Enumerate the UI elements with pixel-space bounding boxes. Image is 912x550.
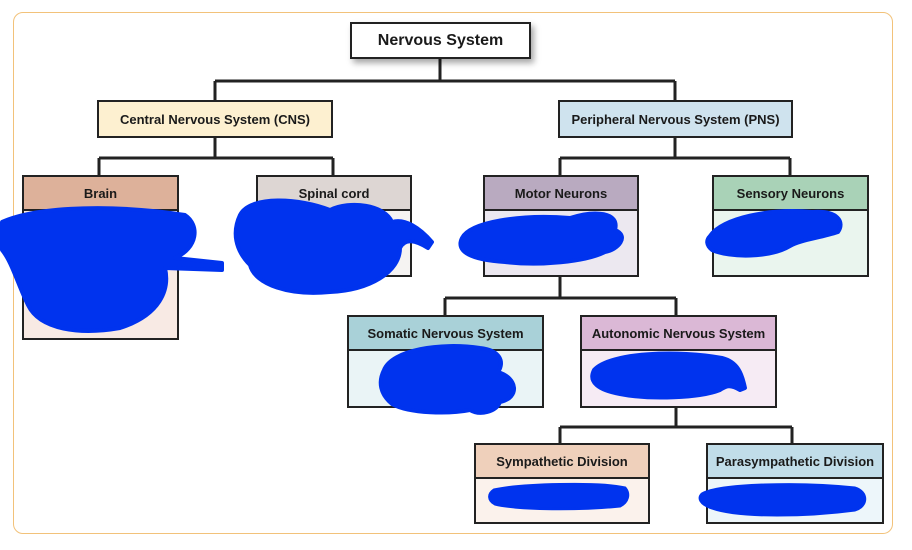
node-motor-neurons-label: Motor Neurons (514, 185, 608, 201)
node-cns: Central Nervous System (CNS) (97, 100, 333, 138)
node-sympathetic: Sympathetic Division (474, 443, 650, 524)
node-cns-label: Central Nervous System (CNS) (120, 111, 310, 127)
node-parasympathetic-label: Parasympathetic Division (715, 453, 875, 469)
node-motor-neurons-header: Motor Neurons (485, 177, 637, 211)
node-autonomic-header: Autonomic Nervous System (582, 317, 775, 351)
node-nervous-system-label: Nervous System (377, 31, 504, 49)
node-sensory-neurons-label: Sensory Neurons (736, 185, 845, 201)
node-brain-label: Brain (83, 185, 118, 201)
node-somatic-label: Somatic Nervous System (367, 325, 524, 341)
node-parasympathetic: Parasympathetic Division (706, 443, 884, 524)
node-nervous-system: Nervous System (350, 22, 531, 59)
node-spinal-cord-label: Spinal cord (298, 185, 370, 201)
node-somatic: Somatic Nervous System (347, 315, 544, 408)
node-autonomic: Autonomic Nervous System (580, 315, 777, 408)
node-brain-header: Brain (24, 177, 177, 211)
node-spinal-cord-header: Spinal cord (258, 177, 410, 211)
node-sensory-neurons: Sensory Neurons (712, 175, 869, 277)
node-sensory-neurons-header: Sensory Neurons (714, 177, 867, 211)
node-pns-label: Peripheral Nervous System (PNS) (571, 111, 780, 127)
node-somatic-header: Somatic Nervous System (349, 317, 542, 351)
node-brain: Brain (22, 175, 179, 340)
node-pns: Peripheral Nervous System (PNS) (558, 100, 793, 138)
node-sympathetic-header: Sympathetic Division (476, 445, 648, 479)
node-motor-neurons: Motor Neurons (483, 175, 639, 277)
node-spinal-cord: Spinal cord (256, 175, 412, 277)
node-sympathetic-label: Sympathetic Division (496, 453, 628, 469)
node-autonomic-label: Autonomic Nervous System (591, 325, 766, 341)
node-parasympathetic-header: Parasympathetic Division (708, 445, 882, 479)
